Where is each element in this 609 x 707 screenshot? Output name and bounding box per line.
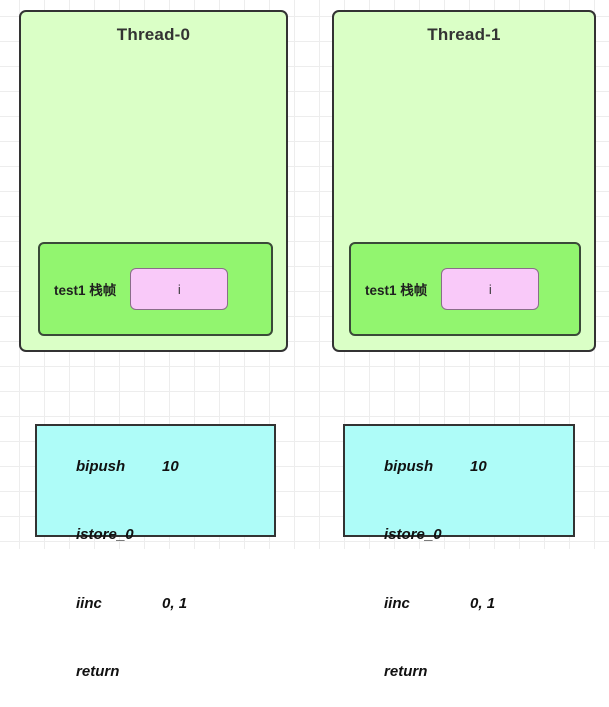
variable-slot-0[interactable]: i bbox=[130, 268, 229, 310]
bytecode-line: bipush 10 bbox=[51, 433, 274, 501]
variable-slot-label-0: i bbox=[177, 281, 181, 297]
thread-box-0[interactable]: Thread-0 test1 栈帧 i bbox=[19, 10, 288, 352]
thread-box-1[interactable]: Thread-1 test1 栈帧 i bbox=[332, 10, 596, 352]
bytecode-line: return bbox=[51, 638, 274, 706]
bytecode-op: return bbox=[384, 662, 428, 680]
thread-title-0: Thread-0 bbox=[116, 25, 191, 44]
bytecode-operand: 0, 1 bbox=[470, 594, 496, 612]
bytecode-op: iinc bbox=[384, 594, 410, 612]
bytecode-box-0[interactable]: bipush 10 istore_0 iinc 0, 1 return bbox=[35, 424, 276, 680]
bytecode-line: iinc 0, 1 bbox=[51, 570, 274, 638]
stack-frame-1[interactable]: test1 栈帧 i bbox=[349, 242, 581, 336]
stack-frame-label-1: test1 栈帧 bbox=[365, 283, 428, 298]
bytecode-line: istore_0 bbox=[51, 501, 274, 569]
bytecode-box-1[interactable]: bipush 10 istore_0 iinc 0, 1 return bbox=[343, 424, 575, 680]
variable-slot-1[interactable]: i bbox=[441, 268, 540, 310]
bytecode-op: istore_0 bbox=[384, 526, 442, 544]
bytecode-op: istore_0 bbox=[76, 526, 134, 544]
bytecode-line: iinc 0, 1 bbox=[359, 570, 573, 638]
stack-frame-0[interactable]: test1 栈帧 i bbox=[38, 242, 273, 336]
bytecode-line: istore_0 bbox=[359, 501, 573, 569]
bytecode-operand: 0, 1 bbox=[162, 594, 188, 612]
bytecode-line: return bbox=[359, 638, 573, 706]
bytecode-op: return bbox=[76, 662, 120, 680]
thread-title-1: Thread-1 bbox=[427, 25, 501, 44]
bytecode-op: iinc bbox=[76, 594, 102, 612]
bytecode-operand: 10 bbox=[162, 457, 179, 475]
variable-slot-label-1: i bbox=[488, 281, 492, 297]
bytecode-line: bipush 10 bbox=[359, 433, 573, 501]
bytecode-op: bipush bbox=[76, 457, 126, 475]
stack-frame-label-0: test1 栈帧 bbox=[54, 283, 117, 298]
bytecode-operand: 10 bbox=[470, 457, 487, 475]
bytecode-op: bipush bbox=[384, 457, 434, 475]
